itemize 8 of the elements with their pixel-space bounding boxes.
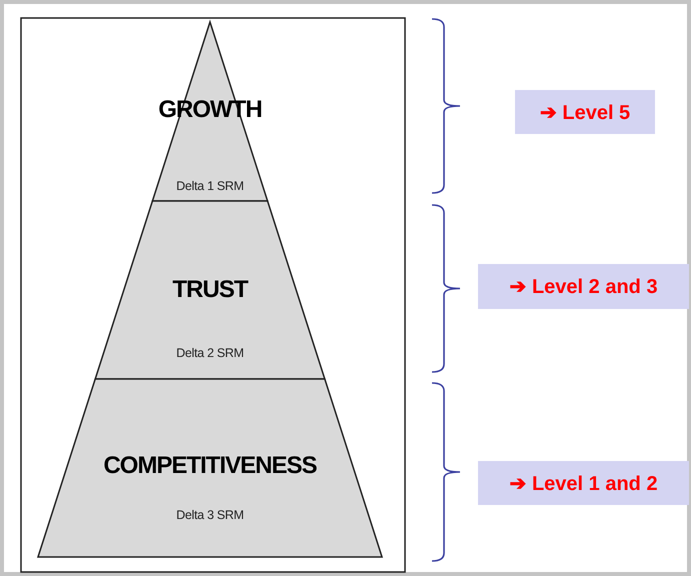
tier-subtitle: Delta 3 SRM: [175, 508, 245, 522]
tier-subtitle: Delta 1 SRM: [175, 179, 245, 193]
level-label: ➔ Level 2 and 3: [478, 264, 689, 309]
tier-title: TRUST: [172, 276, 249, 304]
level-label: ➔ Level 1 and 2: [478, 461, 689, 505]
level-label: ➔ Level 5: [515, 90, 655, 134]
tier-title: COMPETITIVENESS: [102, 452, 318, 480]
tier-subtitle: Delta 2 SRM: [175, 346, 245, 360]
